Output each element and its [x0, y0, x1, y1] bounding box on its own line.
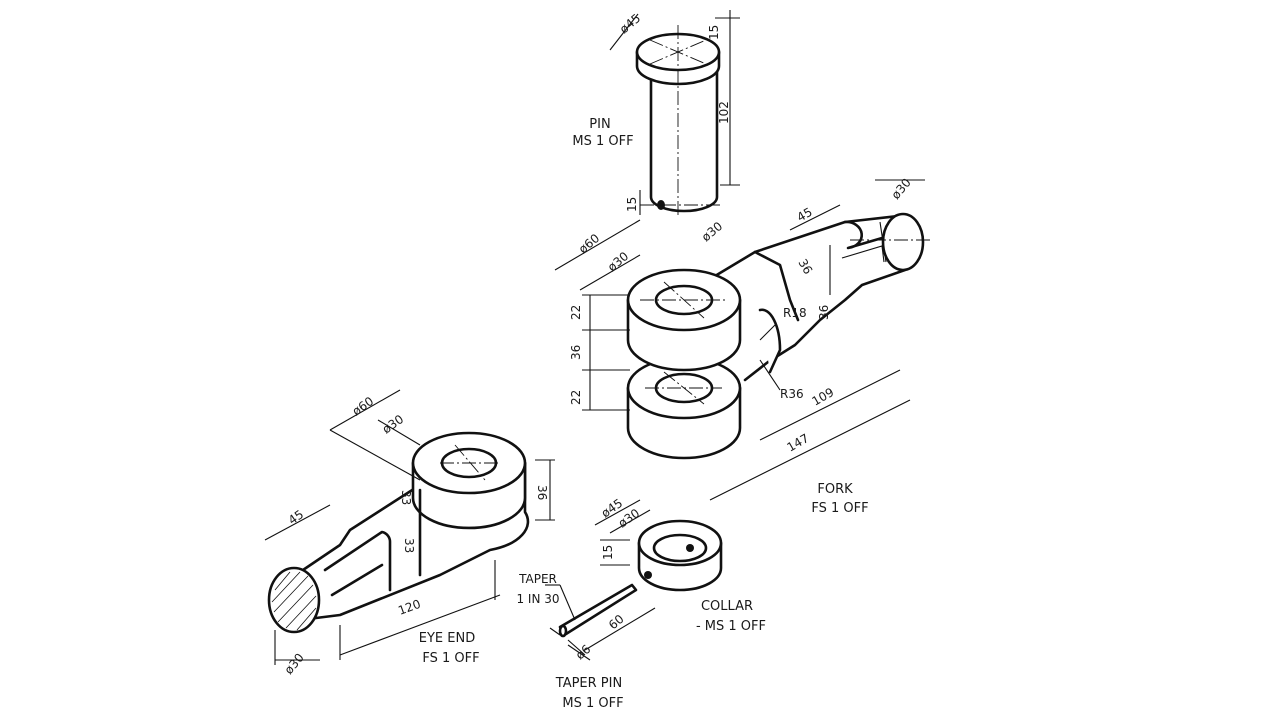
- dim-collar-h: 15: [601, 545, 615, 560]
- dim-fork-bot-h: 22: [569, 390, 583, 405]
- pin-part: [609, 10, 740, 218]
- dim-eye-33b: 33: [402, 538, 416, 553]
- dim-pin-head-dia: ø45: [617, 11, 643, 36]
- fork-part: [554, 179, 930, 501]
- dim-eye-33a: 33: [399, 490, 413, 505]
- taper-note-1: TAPER: [518, 572, 557, 586]
- taper-pin-spec-label: MS 1 OFF: [562, 696, 623, 711]
- dim-eye-shaft-dia: ø30: [282, 651, 307, 677]
- fork-name-label: FORK: [817, 482, 853, 497]
- collar-name-label: COLLAR: [701, 599, 753, 614]
- collar-spec-label: - MS 1 OFF: [696, 619, 766, 634]
- pin-name-label: PIN: [589, 117, 610, 132]
- dim-fork-boss-dia: ø60: [576, 231, 602, 256]
- dim-fork-36b: 36: [817, 305, 831, 320]
- eye-end-name-label: EYE END: [419, 631, 475, 646]
- dim-fork-r36: R36: [780, 387, 804, 401]
- dim-eye-flat: 45: [286, 507, 307, 527]
- fork-spec-label: FS 1 OFF: [811, 501, 868, 516]
- taper-note-2: 1 IN 30: [516, 592, 559, 606]
- dim-taper-dia: ø6: [573, 642, 593, 662]
- collar-part: [594, 499, 723, 592]
- dim-fork-36a: 36: [795, 257, 815, 277]
- pin-spec-label: MS 1 OFF: [572, 134, 633, 149]
- dim-fork-flat: 45: [795, 205, 815, 225]
- dim-eye-len: 120: [396, 597, 422, 618]
- taper-pin-name-label: TAPER PIN: [555, 676, 622, 691]
- dim-pin-len: 102: [717, 101, 731, 124]
- dim-eye-bore-dia: ø30: [380, 412, 407, 436]
- dim-fork-r18: R18: [783, 306, 807, 320]
- dim-fork-len-109: 109: [810, 385, 837, 409]
- dim-taper-len: 60: [606, 612, 627, 633]
- dim-pin-hole-h: 15: [625, 197, 639, 212]
- dim-fork-top-h: 22: [569, 305, 583, 320]
- dim-fork-bore-dia: ø30: [605, 249, 631, 274]
- eye-end-spec-label: FS 1 OFF: [422, 651, 479, 666]
- taper-pin-part: [545, 583, 656, 661]
- dim-pin-head-h: 15: [707, 25, 721, 40]
- dim-eye-boss-dia: ø60: [350, 394, 377, 418]
- dim-pin-dia: ø30: [699, 219, 725, 244]
- dim-eye-h: 36: [535, 485, 549, 500]
- dim-fork-gap: 36: [569, 345, 583, 360]
- eye-end-part: [264, 389, 555, 665]
